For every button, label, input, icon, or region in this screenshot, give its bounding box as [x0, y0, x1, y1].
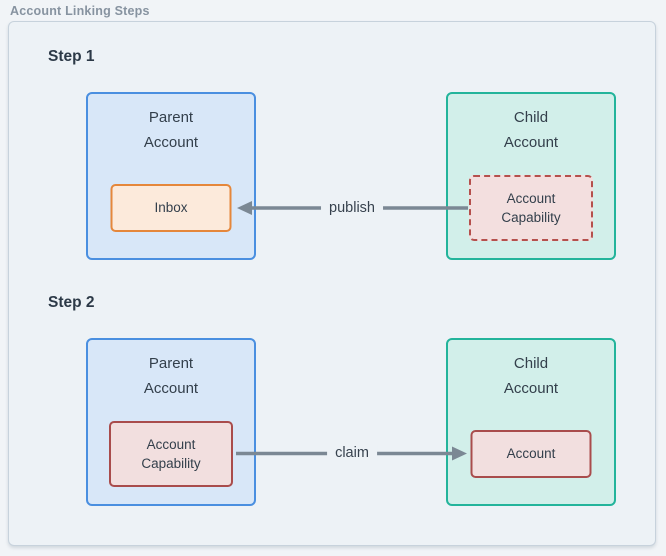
- publish-arrow-label: publish: [321, 200, 383, 216]
- step-2-heading: Step 2: [48, 294, 95, 311]
- step-2-parent-account-box: Parent Account Account Capability: [86, 338, 256, 506]
- parent-account-title: Parent Account: [143, 355, 199, 397]
- child-account-title: Child Account: [503, 355, 559, 397]
- step-2-child-account-box: Child Account Account: [446, 338, 616, 506]
- claim-arrow-label: claim: [327, 445, 377, 461]
- diagram-frame: Step 1 Parent Account Inbox Child Accoun…: [8, 21, 656, 546]
- parent-account-title: Parent Account: [143, 109, 199, 151]
- account-capability-dashed-box: Account Capability: [469, 175, 593, 241]
- inbox-box: Inbox: [110, 184, 232, 232]
- child-account-title: Child Account: [503, 109, 559, 151]
- account-box: Account: [470, 430, 592, 478]
- step-1-heading: Step 1: [48, 48, 95, 65]
- step-1-parent-account-box: Parent Account Inbox: [86, 92, 256, 260]
- step-1-child-account-box: Child Account Account Capability: [446, 92, 616, 260]
- account-capability-box: Account Capability: [109, 421, 233, 487]
- diagram-title: Account Linking Steps: [10, 4, 150, 18]
